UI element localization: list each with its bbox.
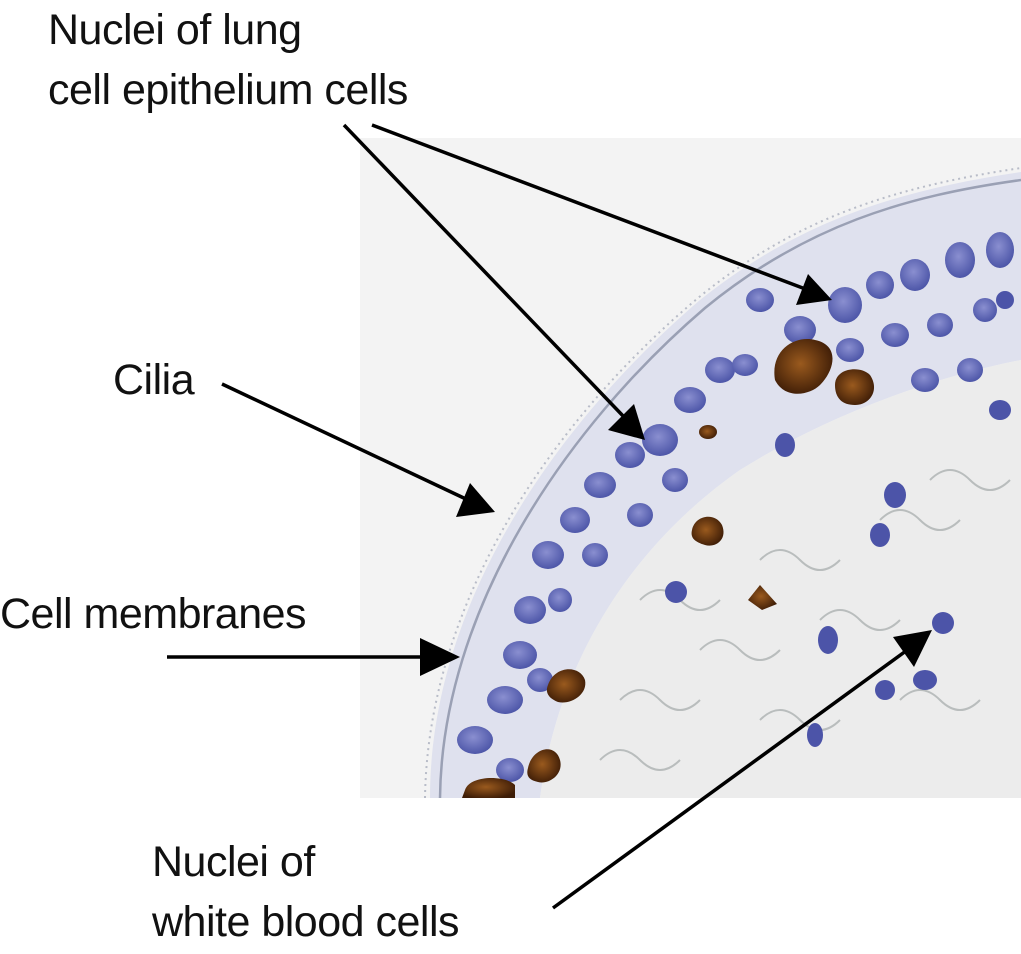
cell-membrane-line: [438, 178, 1021, 798]
label-wbc-nuclei-line1: Nuclei of: [152, 838, 315, 886]
arrow-lung-nuclei-b-head: [796, 274, 832, 305]
arrow-lung-nuclei-a-head: [608, 404, 645, 440]
epithelium-band: [430, 172, 1021, 798]
cilia-fringe: [424, 167, 1021, 798]
arrow-membranes-head: [420, 638, 460, 676]
label-wbc-nuclei-line2: white blood cells: [152, 898, 460, 946]
arrow-lung-nuclei-a-shaft: [342, 123, 627, 420]
arrow-wbc-head: [893, 630, 932, 667]
arrow-lung-nuclei-b-shaft: [371, 123, 809, 292]
stained-cells: [462, 339, 875, 798]
label-lung-nuclei-line1: Nuclei of lung: [48, 6, 302, 54]
arrow-wbc-shaft: [551, 646, 912, 910]
label-cilia: Cilia: [113, 356, 195, 404]
label-lung-nuclei-line2: cell epithelium cells: [48, 66, 408, 114]
connective-fibers: [599, 469, 1011, 771]
arrow-cilia-head: [456, 483, 495, 517]
interior-nuclei: [665, 291, 1014, 747]
connective-tissue: [540, 360, 1021, 798]
epithelial-nuclei: [457, 232, 1014, 782]
arrow-cilia-shaft: [221, 382, 469, 502]
label-cell-membranes: Cell membranes: [0, 590, 307, 638]
